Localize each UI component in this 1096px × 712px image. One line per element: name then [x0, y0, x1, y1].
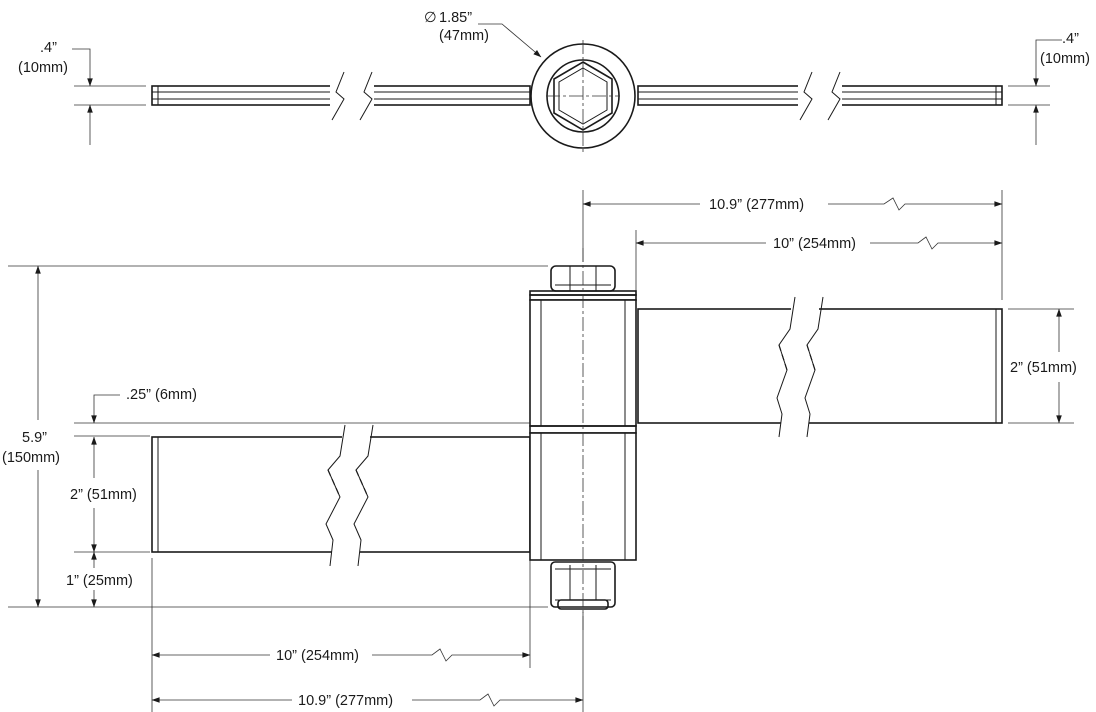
top-view-left-leaf	[151, 70, 531, 122]
hinge-barrel	[529, 248, 637, 632]
bottom-overall-width-dimension: 10.9” (277mm)	[151, 693, 584, 709]
diameter-dimension: ∅ 1.85” (47mm)	[424, 10, 542, 58]
upper-right-leaf	[637, 296, 1003, 438]
right-thickness-dimension: .4” (10mm)	[1008, 31, 1090, 145]
left-thickness-dimension: .4” (10mm)	[18, 40, 146, 145]
left-leaf-height-dimension: 2” (51mm)	[70, 436, 137, 553]
bottom-leaf-length-dimension: 10” (254mm)	[151, 648, 531, 664]
left-leaf-height-label: 2” (51mm)	[70, 487, 137, 503]
top-leaf-length-label: 10” (254mm)	[773, 236, 856, 252]
right-thickness-mm: (10mm)	[1040, 51, 1090, 67]
front-view: 10.9” (277mm) 10” (254mm) 2” (51mm) 5.9”…	[2, 190, 1077, 712]
top-view-right-leaf	[637, 70, 1003, 122]
offset-dimension: .25” (6mm)	[91, 387, 197, 424]
bottom-gap-dimension: 1” (25mm)	[66, 551, 133, 608]
top-view: ∅ 1.85” (47mm) .4” (10mm) .4” (10mm)	[18, 10, 1090, 152]
total-height-dimension: 5.9” (150mm)	[2, 265, 60, 608]
left-thickness-mm: (10mm)	[18, 60, 68, 76]
lower-left-leaf	[151, 424, 531, 567]
diameter-label-in: 1.85”	[439, 10, 472, 26]
offset-label: .25” (6mm)	[126, 387, 197, 403]
diameter-label-mm: (47mm)	[439, 28, 489, 44]
diameter-symbol: ∅	[424, 10, 437, 26]
top-view-barrel	[530, 40, 636, 152]
bottom-leaf-length-label: 10” (254mm)	[276, 648, 359, 664]
top-overall-width-label: 10.9” (277mm)	[709, 197, 804, 213]
total-height-in: 5.9”	[22, 430, 47, 446]
total-height-mm: (150mm)	[2, 450, 60, 466]
top-overall-width-dimension: 10.9” (277mm)	[582, 197, 1003, 213]
bottom-overall-width-label: 10.9” (277mm)	[298, 693, 393, 709]
right-thickness-in: .4”	[1062, 31, 1079, 47]
right-leaf-height-label: 2” (51mm)	[1010, 360, 1077, 376]
left-thickness-in: .4”	[40, 40, 57, 56]
right-leaf-height-dimension: 2” (51mm)	[1010, 308, 1077, 424]
bottom-gap-label: 1” (25mm)	[66, 573, 133, 589]
top-leaf-length-dimension: 10” (254mm)	[635, 236, 1003, 252]
